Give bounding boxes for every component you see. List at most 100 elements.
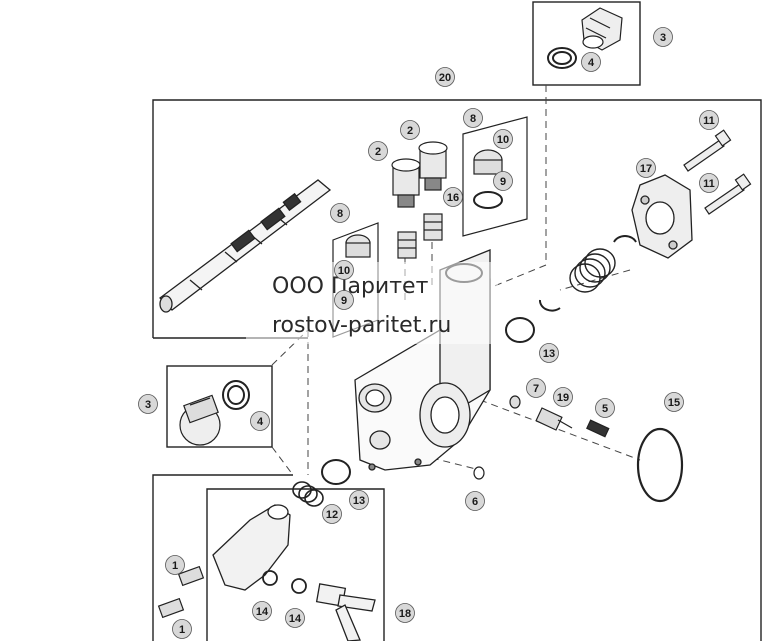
- o-ring-top: [547, 47, 577, 69]
- callout-c19: 19: [553, 387, 573, 407]
- callout-c8-left: 8: [330, 203, 350, 223]
- callout-circle: [368, 141, 388, 161]
- callout-label: 9: [341, 295, 347, 307]
- callout-c9-right: 9: [493, 171, 513, 191]
- callout-circle: [334, 260, 354, 280]
- callout-circle: [664, 392, 684, 412]
- pistons: [397, 213, 443, 259]
- callout-circle: [699, 173, 719, 193]
- callout-label: 4: [588, 57, 595, 69]
- callout-circle: [250, 411, 270, 431]
- callout-circle: [322, 504, 342, 524]
- callout-c1-a: 1: [165, 555, 185, 575]
- callout-label: 12: [326, 509, 338, 521]
- small-parts: [473, 395, 610, 480]
- callout-label: 8: [470, 113, 476, 125]
- callout-circle: [465, 491, 485, 511]
- callout-circle: [400, 120, 420, 140]
- callout-label: 2: [407, 125, 413, 137]
- callout-label: 11: [703, 115, 715, 127]
- detail-box-top: [532, 1, 641, 86]
- callout-circle: [285, 608, 305, 628]
- spring-assembly: [539, 235, 637, 312]
- callout-circle: [334, 290, 354, 310]
- lower-assembly-frame: [152, 474, 293, 641]
- callout-c8-right: 8: [463, 108, 483, 128]
- callout-label: 15: [668, 397, 680, 409]
- check-valve-plug-left: [179, 394, 221, 446]
- callout-circle: [138, 394, 158, 414]
- callout-circle: [493, 171, 513, 191]
- callout-circle: [539, 343, 559, 363]
- callout-label: 4: [257, 416, 264, 428]
- callout-c4-top: 4: [581, 52, 601, 72]
- callout-circle: [395, 603, 415, 623]
- callout-circle: [165, 555, 185, 575]
- callout-circle: [349, 490, 369, 510]
- check-valve-plug-top: [581, 7, 623, 51]
- callout-circle: [172, 619, 192, 639]
- callout-c13-right: 13: [539, 343, 559, 363]
- handle-lever: [315, 583, 376, 641]
- watermark-url: rostov-paritet.ru: [272, 313, 451, 338]
- end-cap: [631, 174, 693, 259]
- callout-label: 16: [447, 192, 459, 204]
- callout-c14-a: 14: [252, 601, 272, 621]
- callout-label: 7: [533, 383, 539, 395]
- callout-label: 17: [640, 163, 652, 175]
- callout-circle: [699, 110, 719, 130]
- callout-label: 13: [353, 495, 365, 507]
- callout-c18: 18: [395, 603, 415, 623]
- callout-label: 9: [500, 176, 506, 188]
- callout-circle: [636, 158, 656, 178]
- callout-c11-b: 11: [699, 173, 719, 193]
- callout-circle: [330, 203, 350, 223]
- callout-c12: 12: [322, 504, 342, 524]
- callout-c4-left: 4: [250, 411, 270, 431]
- callout-label: 20: [439, 72, 451, 84]
- callout-label: 6: [472, 496, 478, 508]
- callout-label: 10: [338, 265, 350, 277]
- callout-circle: [553, 387, 573, 407]
- callout-circle: [435, 67, 455, 87]
- spring-12: [292, 481, 324, 507]
- callout-c7: 7: [526, 378, 546, 398]
- relief-valve-cartridges: [391, 141, 448, 208]
- callout-label: 2: [375, 146, 381, 158]
- main-assembly-frame: [152, 99, 762, 641]
- callout-circle: [595, 398, 615, 418]
- detail-box-left: [166, 365, 273, 448]
- callout-label: 1: [172, 560, 178, 572]
- callout-circle: [526, 378, 546, 398]
- callout-label: 3: [660, 32, 666, 44]
- callout-circle: [653, 27, 673, 47]
- callout-c9-left: 9: [334, 290, 354, 310]
- callout-c6: 6: [465, 491, 485, 511]
- watermark: ООО Паритет rostov-paritet.ru: [246, 262, 498, 344]
- callout-c3-left: 3: [138, 394, 158, 414]
- callout-c10-left: 10: [334, 260, 354, 280]
- callout-label: 14: [289, 613, 302, 625]
- callout-label: 14: [256, 606, 269, 618]
- callout-c10-right: 10: [493, 129, 513, 149]
- callout-c11-a: 11: [699, 110, 719, 130]
- callout-c16: 16: [443, 187, 463, 207]
- callout-c14-b: 14: [285, 608, 305, 628]
- callout-c17: 17: [636, 158, 656, 178]
- callout-label: 5: [602, 403, 608, 415]
- callout-circle: [493, 129, 513, 149]
- callout-c3-top: 3: [653, 27, 673, 47]
- callout-c5: 5: [595, 398, 615, 418]
- fittings-1: [157, 565, 205, 619]
- callout-label: 19: [557, 392, 569, 404]
- callout-label: 10: [497, 134, 509, 146]
- callout-circle: [581, 52, 601, 72]
- callout-label: 8: [337, 208, 343, 220]
- handle-bracket: [212, 504, 291, 591]
- washers-14: [262, 570, 307, 594]
- callout-circle: [252, 601, 272, 621]
- callout-label: 1: [179, 624, 185, 636]
- callout-c20: 20: [435, 67, 455, 87]
